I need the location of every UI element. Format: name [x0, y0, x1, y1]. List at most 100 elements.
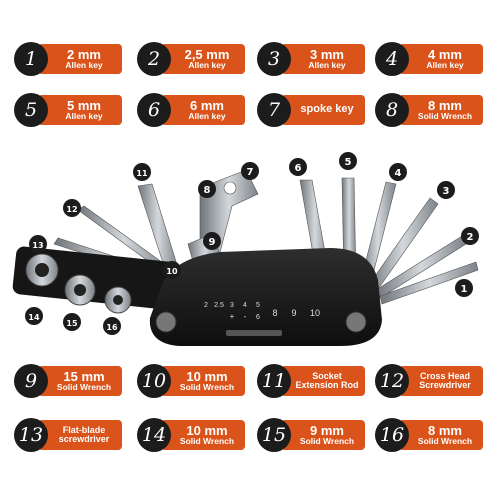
tag-number: 11: [257, 364, 291, 398]
tag-2: 2 2,5 mm Allen key: [137, 42, 245, 76]
tag-12: 12 Cross Head Screwdriver: [375, 364, 483, 398]
tag-number: 14: [137, 418, 171, 452]
tag-11: 11 Socket Extension Rod: [257, 364, 365, 398]
tag-number: 2: [137, 42, 171, 76]
tag-16: 16 8 mm Solid Wrench: [375, 418, 483, 452]
svg-text:5: 5: [345, 157, 352, 168]
svg-text:6: 6: [295, 163, 302, 174]
svg-text:3: 3: [443, 186, 450, 197]
bottom-labels: 9 15 mm Solid Wrench 10 10 mm Solid Wren…: [0, 362, 500, 462]
svg-text:+: +: [230, 312, 235, 321]
tag-label: 4 mm Allen key: [399, 44, 483, 74]
tag-number: 7: [257, 93, 291, 127]
tag-number: 15: [257, 418, 291, 452]
callout-4: 4: [389, 163, 407, 181]
tag-9: 9 15 mm Solid Wrench: [14, 364, 122, 398]
callout-16: 16: [103, 317, 121, 335]
tag-label: 2 mm Allen key: [38, 44, 122, 74]
svg-text:16: 16: [106, 323, 118, 332]
callout-7: 7: [241, 162, 259, 180]
svg-text:3: 3: [230, 302, 234, 309]
tag-label: 6 mm Allen key: [161, 95, 245, 125]
svg-text:12: 12: [66, 205, 77, 214]
sockets: [12, 246, 176, 314]
tag-label: 5 mm Allen key: [38, 95, 122, 125]
callout-6: 6: [289, 158, 307, 176]
tool-housing: [149, 248, 382, 346]
tag-label: 8 mm Solid Wrench: [399, 420, 483, 450]
tag-5: 5 5 mm Allen key: [14, 93, 122, 127]
svg-text:8: 8: [272, 308, 277, 318]
right-bolt: [345, 311, 367, 333]
svg-text:11: 11: [136, 169, 148, 178]
top-labels: 1 2 mm Allen key 2 2,5 mm Allen key 3 3 …: [0, 0, 500, 130]
callout-11: 11: [133, 163, 151, 181]
tag-4: 4 4 mm Allen key: [375, 42, 483, 76]
svg-text:10: 10: [166, 267, 178, 276]
svg-text:2.5: 2.5: [214, 302, 224, 309]
tag-3: 3 3 mm Allen key: [257, 42, 365, 76]
tag-label: 10 mm Solid Wrench: [161, 420, 245, 450]
tag-label: Cross Head Screwdriver: [399, 366, 483, 396]
tag-10: 10 10 mm Solid Wrench: [137, 364, 245, 398]
tag-label: spoke key: [281, 95, 365, 125]
tag-number: 6: [137, 93, 171, 127]
tag-number: 5: [14, 93, 48, 127]
svg-text:13: 13: [32, 241, 43, 250]
tag-1: 1 2 mm Allen key: [14, 42, 122, 76]
callout-3: 3: [437, 181, 455, 199]
tag-label: 2,5 mm Allen key: [161, 44, 245, 74]
svg-text:1: 1: [461, 284, 468, 295]
callout-15: 15: [63, 313, 81, 331]
tag-7: 7 spoke key: [257, 93, 365, 127]
tag-15: 15 9 mm Solid Wrench: [257, 418, 365, 452]
callout-10: 10: [163, 261, 181, 279]
tag-14: 14 10 mm Solid Wrench: [137, 418, 245, 452]
tag-number: 9: [14, 364, 48, 398]
spoke-key-hole: [223, 181, 237, 195]
tag-number: 8: [375, 93, 409, 127]
tag-number: 13: [14, 418, 48, 452]
svg-text:6: 6: [256, 314, 260, 321]
callout-2: 2: [461, 227, 479, 245]
tag-label: Socket Extension Rod: [281, 366, 365, 396]
svg-text:7: 7: [247, 167, 254, 178]
svg-text:2: 2: [467, 232, 474, 243]
socket-extension-rod: [137, 183, 179, 273]
left-bolt: [155, 311, 177, 333]
svg-text:9: 9: [291, 308, 296, 318]
callout-1: 1: [455, 279, 473, 297]
tag-label: 3 mm Allen key: [281, 44, 365, 74]
tool-body: [149, 248, 382, 346]
tag-8: 8 8 mm Solid Wrench: [375, 93, 483, 127]
tag-number: 16: [375, 418, 409, 452]
allen-key-2mm: [379, 261, 479, 305]
tag-6: 6 6 mm Allen key: [137, 93, 245, 127]
callout-5: 5: [339, 152, 357, 170]
callout-14: 14: [25, 307, 43, 325]
svg-text:10: 10: [310, 308, 320, 318]
callout-12: 12: [63, 199, 81, 217]
tag-number: 4: [375, 42, 409, 76]
svg-text:-: -: [244, 312, 247, 321]
callout-8: 8: [198, 180, 216, 198]
tag-label: 9 mm Solid Wrench: [281, 420, 365, 450]
svg-text:15: 15: [66, 319, 78, 328]
svg-text:4: 4: [395, 168, 402, 179]
callout-9: 9: [203, 232, 221, 250]
svg-text:2: 2: [204, 302, 208, 309]
svg-text:9: 9: [209, 237, 216, 248]
tag-label: 8 mm Solid Wrench: [399, 95, 483, 125]
tag-number: 3: [257, 42, 291, 76]
callouts: 1 2 3 4 5 6 7 8 9 10 11 12 13 14 15 16: [25, 152, 479, 335]
tag-number: 1: [14, 42, 48, 76]
svg-text:4: 4: [243, 302, 247, 309]
body-markings: 2 2.5 3 4 5 + - 6 8 9 10: [204, 302, 320, 321]
callout-13: 13: [29, 235, 47, 253]
tag-number: 12: [375, 364, 409, 398]
svg-text:14: 14: [28, 313, 40, 322]
tag-label: 15 mm Solid Wrench: [38, 366, 122, 396]
svg-text:5: 5: [256, 302, 260, 309]
tag-13: 13 Flat-blade screwdriver: [14, 418, 122, 452]
tag-number: 10: [137, 364, 171, 398]
